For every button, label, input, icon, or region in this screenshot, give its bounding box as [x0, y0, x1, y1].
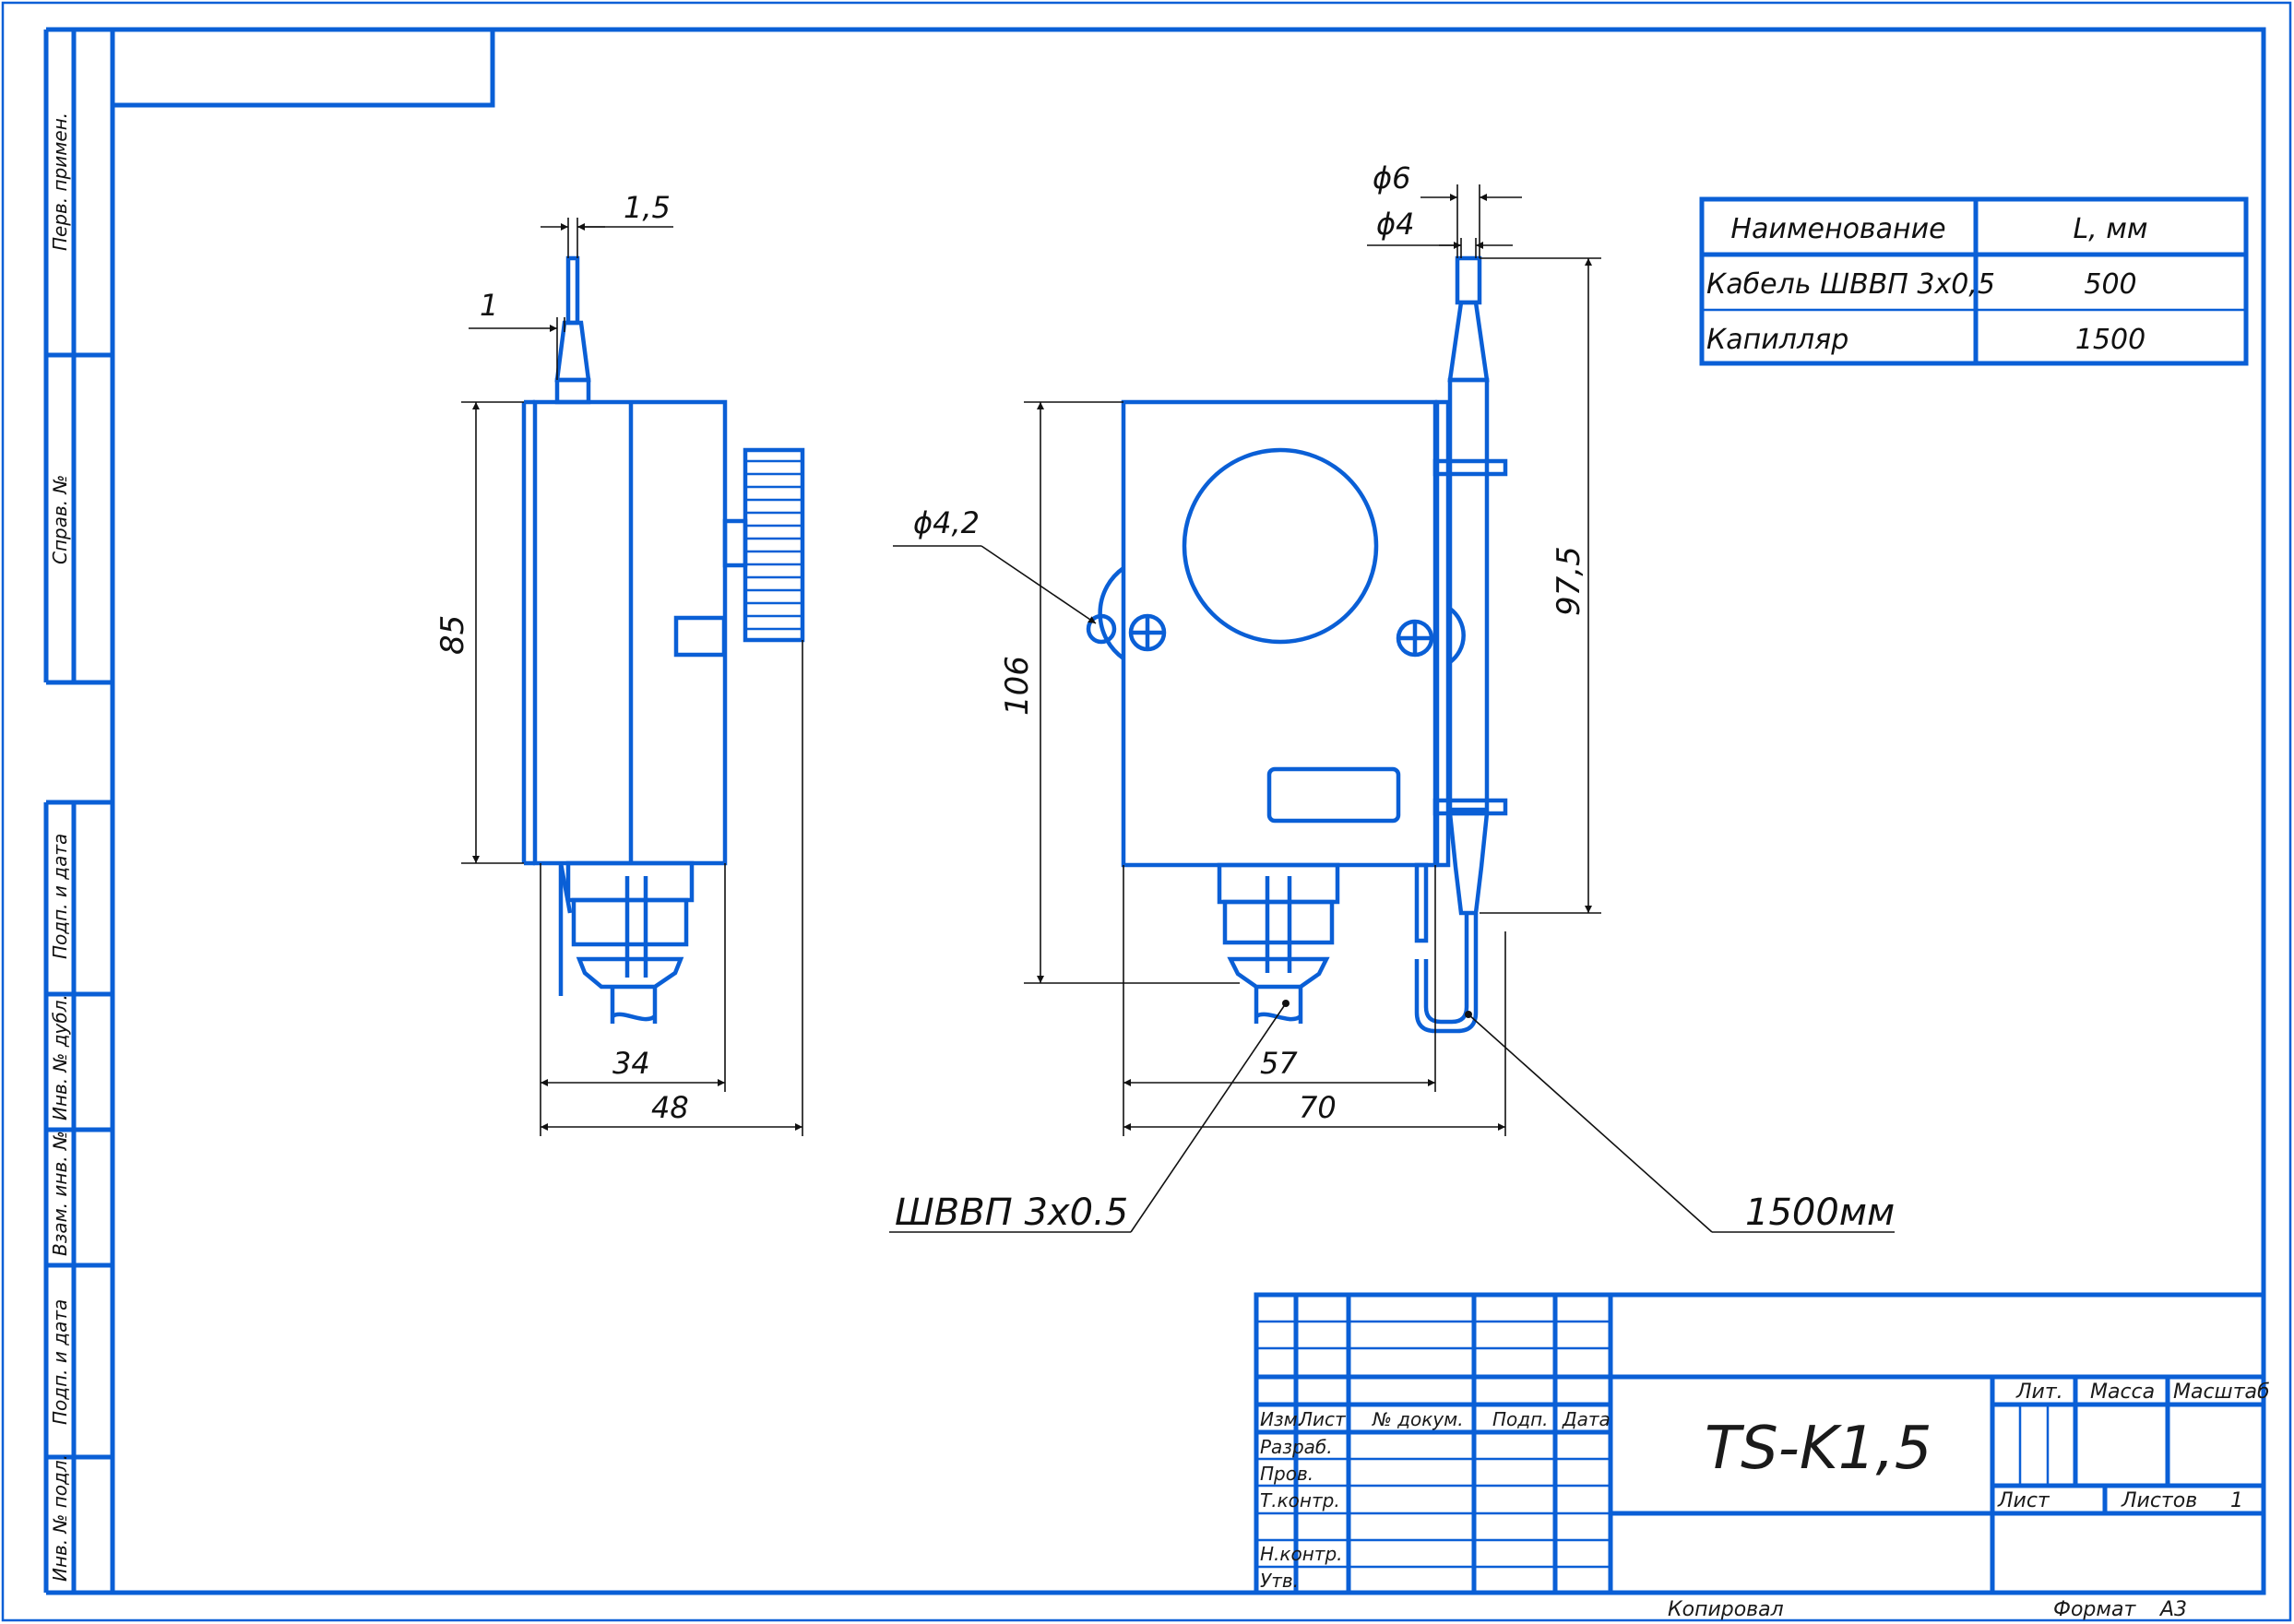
dim-front-total: 70	[1299, 1090, 1337, 1125]
role-checker: Пров.	[1260, 1463, 1313, 1485]
spec-row-1-name: Кабель ШВВП 3х0,5	[1706, 268, 1995, 301]
dim-bulb-outer: ϕ6	[1373, 160, 1410, 196]
callout-cable: ШВВП 3х0.5	[895, 1191, 1128, 1234]
dim-front-width: 57	[1260, 1046, 1298, 1081]
dim-pin-tip: 1	[480, 288, 498, 323]
role-approved: Утв.	[1260, 1570, 1299, 1592]
role-norm-control: Н.контр.	[1260, 1543, 1343, 1565]
sheet-footer: Копировал Формат A3	[1668, 1598, 2187, 1621]
stamp-sign-date-2: Подп. и дата	[49, 1299, 71, 1425]
role-tech-control: Т.контр.	[1260, 1489, 1340, 1511]
stamp-orig-inv-no: Инв. № подл.	[49, 1454, 71, 1582]
col-sign: Подп.	[1492, 1408, 1549, 1430]
front-view	[1086, 255, 1508, 1034]
title-block: Изм. Лист № докум. Подп. Дата Разраб. Пр…	[1254, 1292, 2270, 1595]
spec-row-1-length: 500	[2084, 268, 2136, 301]
spec-row-2-name: Капилляр	[1706, 324, 1848, 356]
col-mass: Масса	[2090, 1381, 2155, 1404]
spec-table: Наименование L, мм Кабель ШВВП 3х0,5 500…	[1699, 196, 2249, 366]
col-letter: Лит.	[2015, 1381, 2063, 1404]
col-sheet: Лист	[1298, 1408, 1347, 1430]
sheets-label: Листов	[2121, 1489, 2197, 1512]
stamp-reference-no: Справ. №	[49, 475, 71, 564]
spec-header-length: L, мм	[2073, 213, 2147, 245]
front-view-dimensions: ϕ6 ϕ4 97,5 106 ϕ4,2 57 70	[893, 160, 1601, 1136]
stamp-first-use: Перв. примен.	[49, 113, 71, 251]
sheet-label: Лист	[1997, 1489, 2050, 1512]
col-change: Изм.	[1260, 1408, 1303, 1430]
stamp-sign-date-1: Подп. и дата	[49, 834, 71, 959]
dim-hole-dia: ϕ4,2	[913, 505, 980, 540]
dim-bulb-length: 97,5	[1551, 546, 1587, 616]
designation: TS-K1,5	[1705, 1415, 1932, 1483]
col-date: Дата	[1562, 1408, 1611, 1430]
col-scale: Масштаб	[2173, 1381, 2270, 1404]
dim-front-height: 106	[999, 656, 1036, 716]
copied-label: Копировал	[1668, 1598, 1784, 1621]
spec-row-2-length: 1500	[2075, 324, 2145, 356]
dim-bulb-inner: ϕ4	[1376, 207, 1414, 242]
side-stamps: Перв. примен. Справ. № Подп. и дата Инв.…	[49, 113, 71, 1582]
callouts: ШВВП 3х0.5 1500мм	[889, 1000, 1895, 1234]
dim-side-total: 48	[651, 1090, 689, 1125]
callout-capillary: 1500мм	[1745, 1191, 1895, 1234]
dim-side-depth: 34	[612, 1046, 650, 1081]
spec-header-name: Наименование	[1730, 213, 1945, 245]
stamp-replace-inv-no: Взам. инв. №	[49, 1131, 71, 1256]
dim-pin-width: 1,5	[624, 190, 671, 225]
sheets-value: 1	[2230, 1489, 2243, 1512]
format-value: A3	[2158, 1598, 2187, 1621]
dim-side-height: 85	[434, 615, 471, 655]
stamp-dup-inv-no: Инв. № дубл.	[49, 994, 71, 1120]
side-view	[521, 255, 805, 1024]
format-label: Формат	[2053, 1598, 2136, 1621]
role-developer: Разраб.	[1260, 1436, 1333, 1458]
col-doc-no: № докум.	[1372, 1408, 1464, 1430]
side-view-dimensions: 1,5 1 85 34 48	[434, 190, 803, 1136]
